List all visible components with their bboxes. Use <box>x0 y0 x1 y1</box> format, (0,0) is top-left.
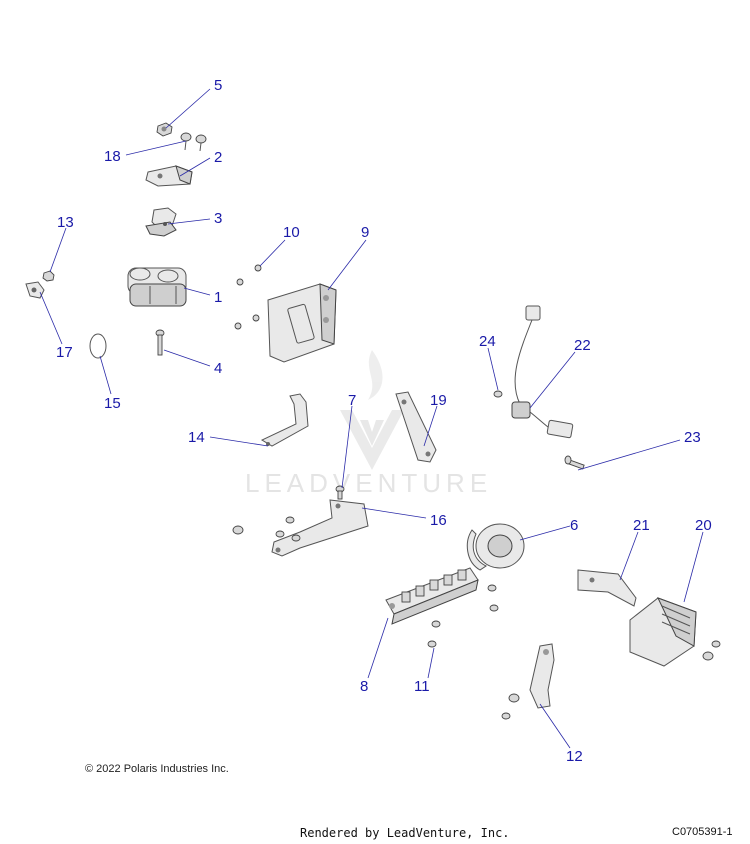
part-3-bracket <box>145 207 177 237</box>
part-22-harness <box>511 305 574 439</box>
part-17-clip <box>25 281 45 299</box>
leader-lines <box>39 88 704 749</box>
callout-18: 18 <box>104 148 121 165</box>
callout-16: 16 <box>430 512 447 529</box>
part-10-screws <box>234 264 262 330</box>
part-23-bolt <box>564 455 585 470</box>
callout-19: 19 <box>430 392 447 409</box>
callout-21: 21 <box>633 517 650 534</box>
callout-17: 17 <box>56 344 73 361</box>
callout-2: 2 <box>214 149 222 166</box>
part-12-bracket <box>501 643 555 720</box>
part-16-bracket <box>232 499 369 557</box>
callout-9: 9 <box>361 224 369 241</box>
part-24-grommet <box>493 390 503 398</box>
diagram-code: C0705391-1 <box>672 826 733 838</box>
part-6-horn <box>466 523 525 571</box>
callout-24: 24 <box>479 333 496 350</box>
callout-4: 4 <box>214 360 222 377</box>
callout-1: 1 <box>214 289 222 306</box>
callout-7: 7 <box>348 392 356 409</box>
part-13-nut <box>42 270 55 282</box>
callout-22: 22 <box>574 337 591 354</box>
part-8-fuse-rail <box>385 567 479 625</box>
part-21-bracket <box>577 569 637 607</box>
callout-13: 13 <box>57 214 74 231</box>
part-2-bracket <box>145 165 193 187</box>
part-18-screws <box>180 132 207 152</box>
part-19-bracket <box>395 391 437 463</box>
part-14-bracket <box>260 393 309 447</box>
callout-12: 12 <box>566 748 583 765</box>
callout-23: 23 <box>684 429 701 446</box>
callout-6: 6 <box>570 517 578 534</box>
callout-8: 8 <box>360 678 368 695</box>
leadventure-watermark: LEADVENTURE <box>245 350 492 498</box>
rendered-by-text: Rendered by LeadVenture, Inc. <box>300 826 510 840</box>
callout-3: 3 <box>214 210 222 227</box>
part-9-ecu <box>267 283 337 363</box>
callout-20: 20 <box>695 517 712 534</box>
part-4-bolt <box>155 329 165 356</box>
part-15-cable-tie <box>89 333 107 359</box>
part-11-screws <box>427 584 499 648</box>
callout-14: 14 <box>188 429 205 446</box>
part-1-coil <box>127 267 187 307</box>
callout-10: 10 <box>283 224 300 241</box>
callout-11: 11 <box>414 678 430 695</box>
watermark-text: LEADVENTURE <box>245 468 492 498</box>
watermark-logo-icon <box>340 350 404 470</box>
callout-15: 15 <box>104 395 121 412</box>
part-20-regulator <box>629 597 721 667</box>
copyright-notice: © 2022 Polaris Industries Inc. <box>85 763 229 775</box>
callout-5: 5 <box>214 77 222 94</box>
callout-labels: 5 18 2 3 1 4 13 17 15 10 9 24 22 23 14 1… <box>56 77 712 765</box>
